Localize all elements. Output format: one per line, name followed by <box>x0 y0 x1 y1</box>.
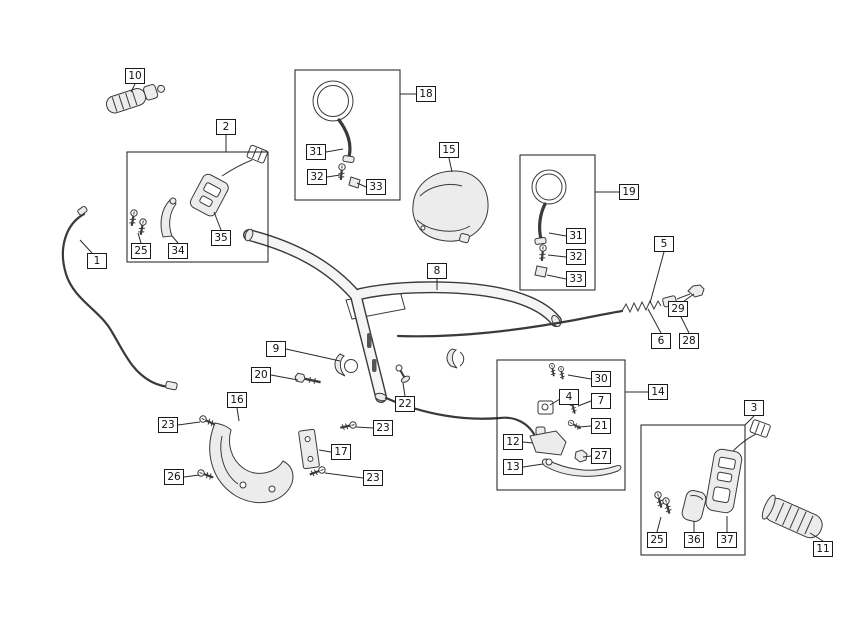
leader-line-10 <box>130 83 136 93</box>
clamp-33-left <box>348 176 361 189</box>
leader-line-33 <box>546 274 567 280</box>
part-throttle-tube-drawing <box>105 84 166 114</box>
cover-36 <box>681 490 707 522</box>
leader-line-13 <box>522 463 544 468</box>
leader-line-32 <box>547 254 567 258</box>
group-box-14 <box>496 359 626 491</box>
leader-line-4 <box>549 398 561 406</box>
switch-housing-37 <box>705 448 743 514</box>
part-handlebar-cover-drawing <box>209 422 294 504</box>
connector-plug-right <box>749 419 771 438</box>
leader-line-31 <box>325 148 344 153</box>
leader-line-11 <box>809 532 824 542</box>
part-cable-drawing <box>61 205 178 391</box>
leader-line-34 <box>171 235 179 244</box>
part-handlebar-drawing <box>243 228 562 403</box>
lever-34 <box>160 199 177 238</box>
leader-line-7 <box>577 400 592 407</box>
cap-29 <box>687 284 705 298</box>
part-brake-lever-group-drawing <box>529 362 622 477</box>
part-cable-clamp-drawing <box>446 348 465 369</box>
perch-12 <box>529 430 567 456</box>
leader-line-1 <box>79 239 93 254</box>
leader-line-3 <box>744 415 755 426</box>
leader-line-35 <box>213 211 222 231</box>
part-right-mirror-drawing <box>531 169 567 278</box>
nut-27 <box>574 449 588 463</box>
part-right-switch-group-drawing <box>652 419 771 522</box>
leader-line-26 <box>183 474 200 478</box>
leader-line-12 <box>522 441 534 444</box>
leader-line-23 <box>355 426 374 429</box>
leader-line-23 <box>324 472 364 479</box>
leader-line-6 <box>647 308 662 334</box>
part-left-switch-group-drawing <box>127 144 268 238</box>
leader-line-33 <box>356 182 367 188</box>
leader-line-23 <box>177 421 201 426</box>
leader-line-20 <box>270 374 299 381</box>
leader-line-28 <box>673 302 690 334</box>
leader-line-31 <box>548 232 567 237</box>
group-box-3 <box>640 424 746 556</box>
clamp-33-right <box>534 265 548 278</box>
clamp-4 <box>537 400 554 415</box>
connector-plug-left <box>246 144 268 164</box>
switch-housing-35 <box>189 173 229 217</box>
part-left-mirror-drawing <box>312 80 361 189</box>
leader-line-22 <box>402 382 406 397</box>
leader-line-21 <box>578 425 592 428</box>
part-front-cover-drawing <box>412 170 489 244</box>
part-plate-17-drawing <box>298 428 320 470</box>
part-hand-grip-drawing <box>761 494 823 539</box>
leader-line-30 <box>567 374 592 380</box>
leader-line-32 <box>326 174 341 178</box>
leader-line-25 <box>656 516 662 533</box>
leader-line-29 <box>683 293 695 302</box>
leader-line-5 <box>649 251 665 304</box>
leader-line-15 <box>448 157 453 173</box>
group-box-18 <box>294 69 401 201</box>
part-brake-cable-drawing <box>384 396 536 436</box>
leader-line-27 <box>582 455 592 458</box>
leader-line-9 <box>285 348 341 362</box>
stud-22-drawing <box>395 364 411 383</box>
leader-line-16 <box>236 407 240 422</box>
group-box-19 <box>519 154 596 291</box>
leader-line-25 <box>137 232 142 244</box>
group-box-2 <box>126 151 269 263</box>
leader-line-17 <box>318 449 332 453</box>
